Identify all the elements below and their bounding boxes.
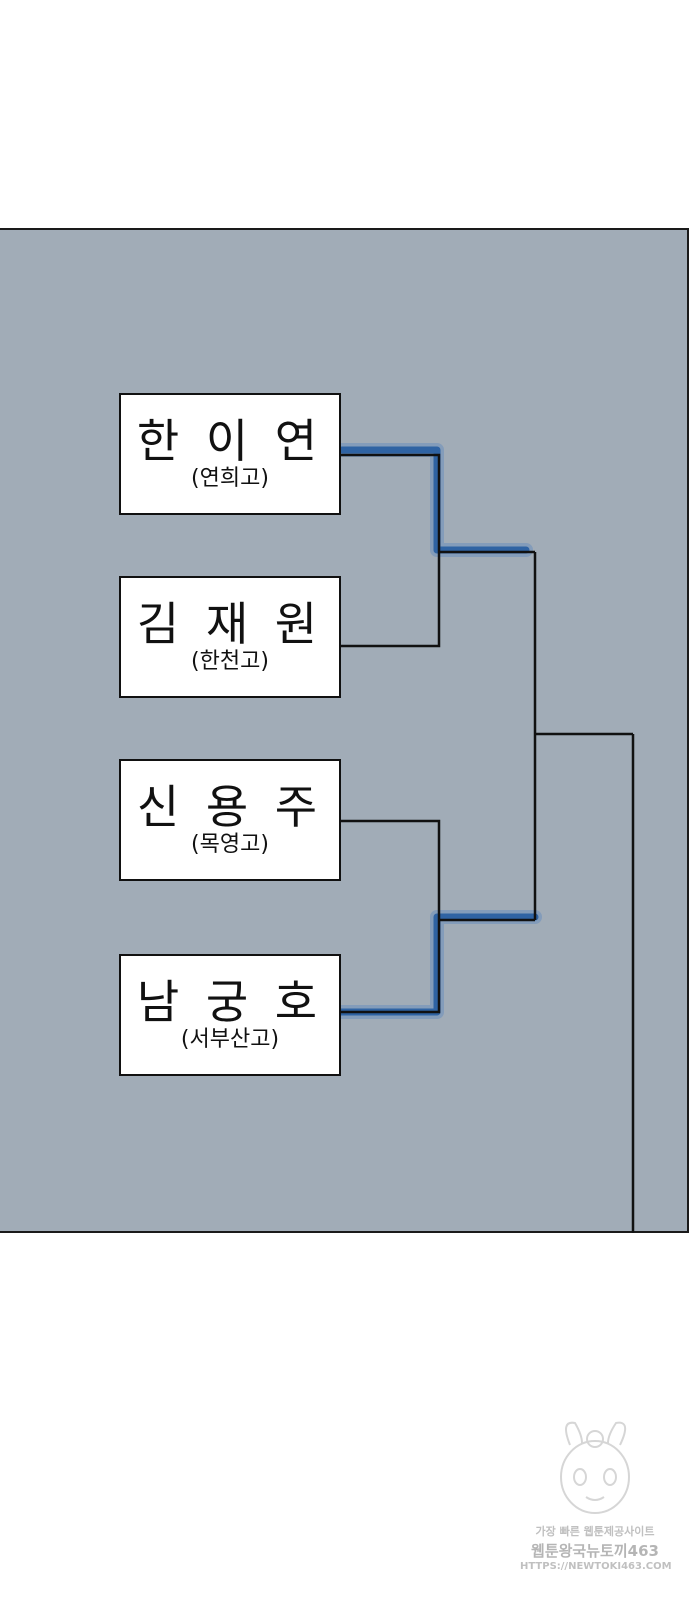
bracket-lines [341, 453, 635, 1233]
mascot-icon [560, 1421, 630, 1514]
player-box-2: 김 재 원 (한천고) [119, 576, 341, 698]
player-box-4: 남 궁 호 (서부산고) [119, 954, 341, 1076]
player-school: (한천고) [191, 649, 269, 675]
player-name: 한 이 연 [136, 413, 324, 468]
player-school: (연희고) [191, 466, 269, 492]
site-watermark: 가장 빠른 웹툰제공사이트 웹툰왕국뉴토끼463 HTTPS://NEWTOKI… [520, 1415, 672, 1590]
player-school: (목영고) [191, 832, 269, 858]
tournament-panel [0, 228, 689, 1233]
player-name: 김 재 원 [136, 596, 324, 651]
player-school: (서부산고) [180, 1027, 280, 1053]
player-name: 남 궁 호 [136, 974, 324, 1029]
player-box-1: 한 이 연 (연희고) [119, 393, 341, 515]
watermark-url: HTTPS://NEWTOKI463.COM [520, 1561, 672, 1572]
winner-highlight-path [334, 446, 539, 1016]
player-box-3: 신 용 주 (목영고) [119, 759, 341, 881]
watermark-title: 웹툰왕국뉴토끼463 [531, 1542, 659, 1560]
bracket-line-match2 [341, 819, 441, 1014]
player-name: 신 용 주 [136, 779, 324, 834]
watermark-tagline: 가장 빠른 웹툰제공사이트 [535, 1525, 655, 1538]
bracket-line-match1 [341, 453, 441, 648]
